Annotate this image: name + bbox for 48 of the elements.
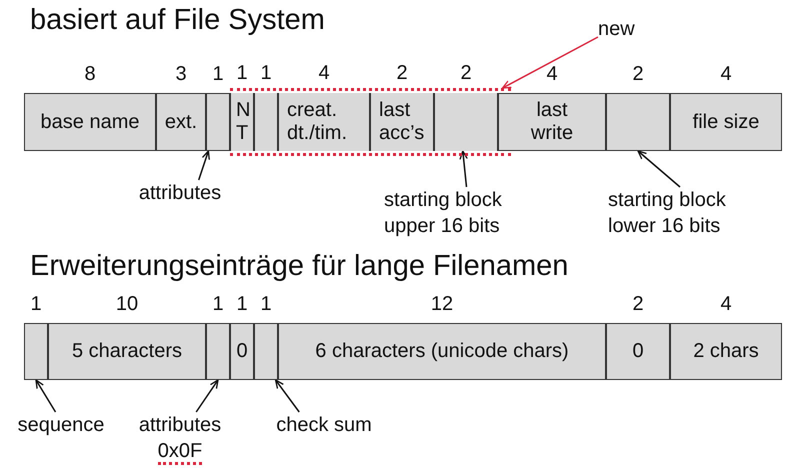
byte-count: 1 bbox=[260, 61, 272, 85]
leader-arrow bbox=[198, 150, 210, 180]
leader-label: sequence bbox=[16, 413, 106, 438]
field-label: 6 characters (unicode chars) bbox=[315, 340, 569, 363]
field-label: 2 chars bbox=[693, 340, 759, 363]
leader-arrow bbox=[459, 150, 468, 188]
byte-count: 4 bbox=[546, 62, 558, 86]
leader-arrow bbox=[502, 36, 598, 89]
value-label: 0x0F bbox=[158, 440, 202, 465]
field-label: 5 characters bbox=[72, 340, 182, 363]
byte-count: 2 bbox=[460, 61, 472, 85]
byte-count: 1 bbox=[212, 292, 224, 316]
field-label: 0 bbox=[236, 340, 248, 363]
leader-label: attributes bbox=[138, 181, 222, 206]
field-label: creat. dt./tim. bbox=[287, 99, 348, 145]
leader-arrow bbox=[196, 379, 219, 412]
title: basiert auf File System bbox=[30, 4, 325, 37]
leader-label: check sum bbox=[275, 413, 373, 438]
byte-count: 2 bbox=[632, 62, 644, 86]
leader-label: new bbox=[598, 17, 636, 42]
byte-count: 1 bbox=[236, 292, 248, 316]
byte-count: 12 bbox=[430, 292, 454, 316]
field-label: ext. bbox=[164, 110, 198, 134]
field-label: N T bbox=[236, 99, 248, 145]
byte-count: 2 bbox=[632, 292, 644, 316]
byte-count: 2 bbox=[396, 61, 408, 85]
byte-count: 8 bbox=[84, 62, 96, 86]
leader-label: attributes bbox=[138, 413, 222, 438]
field-label: last write bbox=[530, 99, 574, 145]
byte-count: 4 bbox=[720, 292, 732, 316]
byte-count: 10 bbox=[116, 292, 138, 316]
byte-count: 4 bbox=[318, 61, 330, 85]
field-label: 0 bbox=[632, 340, 644, 363]
field-label: file size bbox=[692, 110, 760, 134]
byte-count: 1 bbox=[30, 292, 42, 316]
field-label: base name bbox=[40, 110, 140, 134]
byte-count: 4 bbox=[720, 62, 732, 86]
section-heading: Erweiterungseinträge für lange Filenamen bbox=[30, 250, 568, 283]
field-label: last acc’s bbox=[379, 99, 426, 145]
byte-count: 1 bbox=[212, 62, 224, 86]
leader-arrow bbox=[637, 150, 680, 188]
byte-count: 1 bbox=[260, 292, 272, 316]
leader-arrow bbox=[35, 379, 56, 412]
byte-count: 3 bbox=[175, 62, 187, 86]
leader-label: starting block lower 16 bits bbox=[608, 188, 727, 239]
leader-arrow bbox=[274, 379, 300, 412]
leader-label: starting block upper 16 bits bbox=[384, 188, 503, 239]
byte-count: 1 bbox=[236, 61, 248, 85]
